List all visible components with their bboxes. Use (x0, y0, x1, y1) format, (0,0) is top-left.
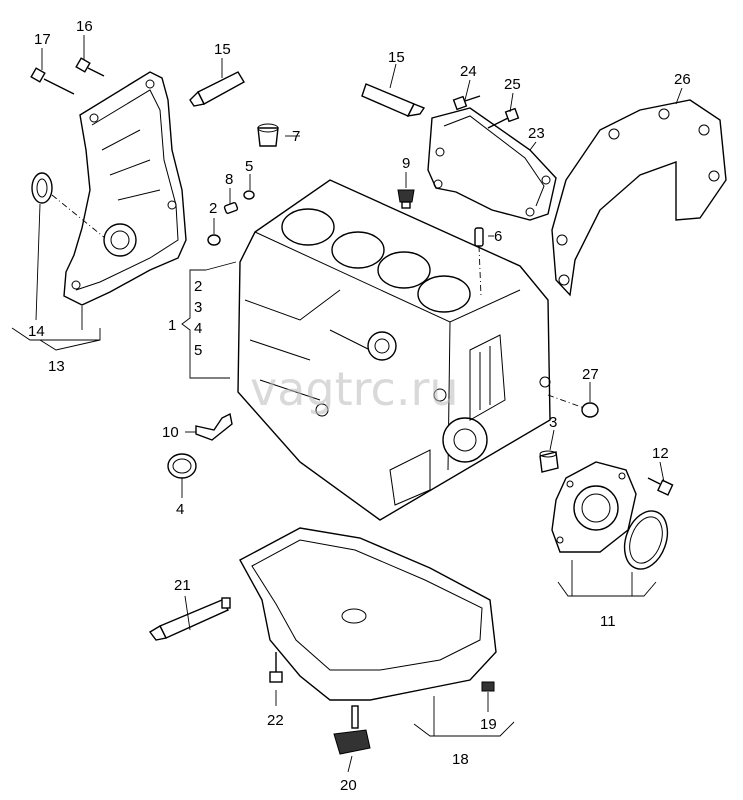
callout-labels: 17 16 15 7 8 5 2 9 15 24 25 23 26 6 2 3 … (28, 18, 691, 794)
leader-lines (11, 35, 683, 773)
sleeve-3[interactable] (539, 450, 559, 473)
callout-9: 9 (402, 155, 410, 172)
crankshaft-seal-4[interactable] (167, 453, 197, 479)
callout-20: 20 (340, 777, 357, 794)
bolt-25[interactable] (487, 107, 520, 129)
callout-4-left: 4 (176, 501, 184, 518)
callout-27: 27 (582, 366, 599, 383)
callout-16: 16 (76, 18, 93, 35)
callout-26: 26 (674, 71, 691, 88)
plug-7[interactable] (257, 123, 279, 147)
callout-13: 13 (48, 358, 65, 375)
callout-15-left: 15 (214, 41, 231, 58)
callout-25: 25 (504, 76, 521, 93)
callout-3-right: 3 (549, 414, 557, 431)
bolt-24[interactable] (452, 95, 481, 111)
callout-22: 22 (267, 712, 284, 729)
callout-5-group: 5 (194, 342, 202, 359)
callout-23: 23 (528, 125, 545, 142)
callout-4-group: 4 (194, 320, 202, 337)
dowel-pin-8[interactable] (223, 202, 239, 214)
bolt-12[interactable] (647, 477, 674, 496)
callout-15-right: 15 (388, 49, 405, 66)
oil-spray-jet-10[interactable] (195, 412, 233, 441)
gasket-26[interactable] (551, 99, 727, 297)
sleeve-2[interactable] (207, 234, 221, 246)
timing-chain-cover[interactable] (63, 71, 187, 306)
drain-plug-19[interactable] (481, 681, 495, 692)
watermark-text: vagtrc.ru (250, 362, 459, 416)
crankshaft-seal-front[interactable] (31, 172, 53, 204)
bolt-17[interactable] (30, 67, 75, 95)
callout-18: 18 (452, 751, 469, 768)
sealant-tube-21[interactable] (148, 597, 231, 641)
sealant-tube-15-right[interactable] (361, 83, 426, 117)
callout-6: 6 (494, 228, 502, 245)
rear-seal-gasket-11[interactable] (617, 505, 675, 575)
bracket-23[interactable] (427, 107, 557, 221)
callout-2-top: 2 (209, 200, 217, 217)
sealant-tube-15-left[interactable] (189, 71, 245, 107)
callout-12: 12 (652, 445, 669, 462)
callout-8: 8 (225, 171, 233, 188)
cylinder-block[interactable] (237, 179, 551, 521)
rear-seal-flange-11[interactable] (551, 461, 637, 553)
dowel-sleeve-27[interactable] (581, 402, 599, 418)
callout-5-top: 5 (245, 158, 253, 175)
bolt-22[interactable] (269, 652, 283, 683)
callout-3-group: 3 (194, 299, 202, 316)
callout-19: 19 (480, 716, 497, 733)
callout-7: 7 (292, 128, 300, 145)
callout-2-group: 2 (194, 278, 202, 295)
callout-10: 10 (162, 424, 179, 441)
bolt-16[interactable] (75, 57, 105, 77)
ring-5[interactable] (243, 190, 255, 200)
breather-valve-9[interactable] (397, 189, 415, 209)
callout-14: 14 (28, 323, 45, 340)
callout-21: 21 (174, 577, 191, 594)
oil-pan-18[interactable] (239, 527, 497, 701)
callout-1: 1 (168, 317, 176, 334)
callout-11: 11 (600, 613, 616, 630)
dowel-pin-6[interactable] (474, 227, 484, 247)
oil-level-sensor-20[interactable] (333, 705, 371, 755)
callout-24: 24 (460, 63, 477, 80)
callout-17: 17 (34, 31, 51, 48)
